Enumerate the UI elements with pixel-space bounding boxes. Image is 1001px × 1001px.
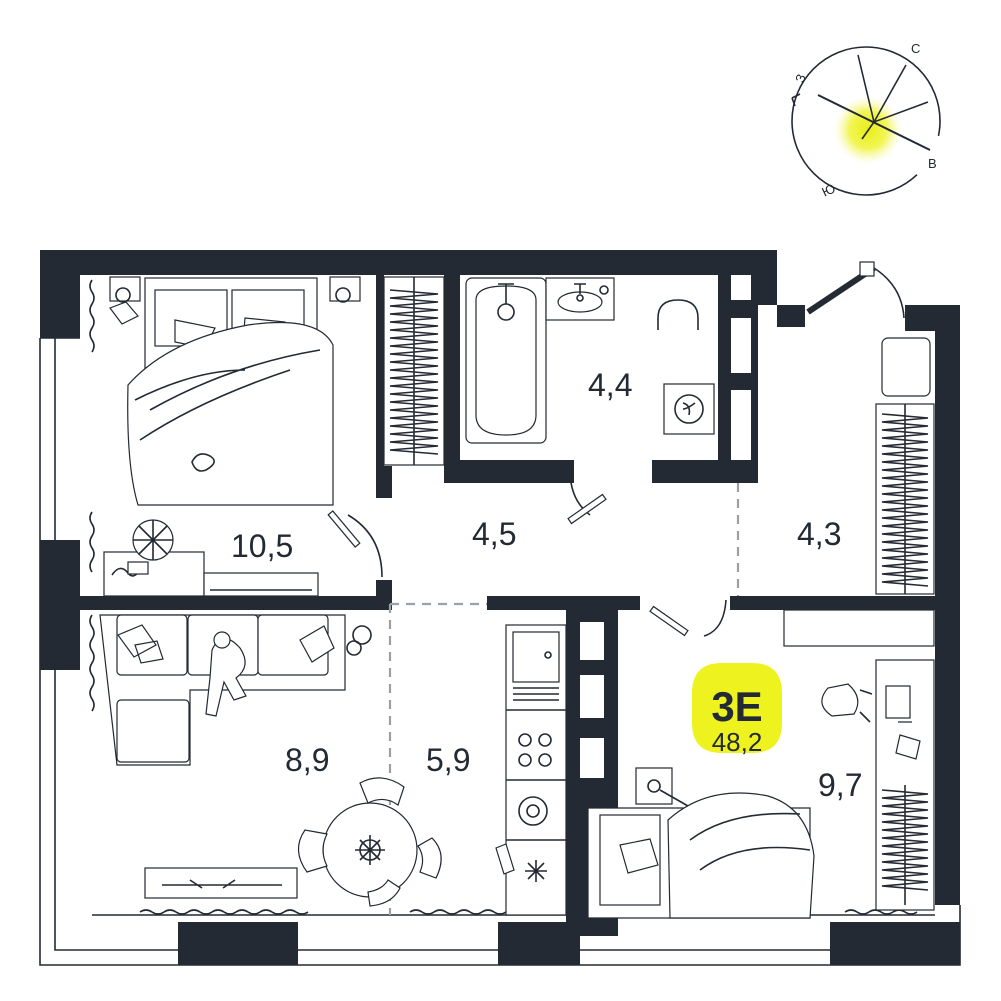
hallway-area: 4,5 [472,516,516,552]
bathroom-area: 4,4 [588,367,632,403]
compass-west-label: З [792,72,809,85]
room-labels: 10,5 4,4 4,5 4,3 8,9 5,9 9,7 [231,367,862,803]
kitchen-area: 5,9 [426,742,470,778]
entrance-furniture [875,337,935,595]
bedroom-furniture [103,276,445,597]
cat-icon [191,453,215,472]
compass-south-label: Ю [819,181,837,200]
apartment-total-area: 48,2 [712,727,763,757]
room2-furniture [587,609,935,919]
towel-rail [657,299,699,330]
bathroom-fixtures [465,277,715,444]
compass-north-label: С [911,41,920,56]
compass: С З В Ю [791,41,941,200]
entrance-area: 4,3 [797,516,841,552]
bedroom-area: 10,5 [231,528,293,564]
compass-east-label: В [928,156,937,171]
walls [40,250,960,965]
apartment-badge: 3E 48,2 [692,663,782,757]
living-furniture [99,614,442,907]
badge-background [692,663,782,753]
compass-arrow-icon [791,93,801,107]
snowflake-icon [525,860,547,882]
living-area: 8,9 [285,742,329,778]
curtains [89,279,918,915]
room2-area: 9,7 [818,767,862,803]
washing-machine-icon [674,394,704,424]
apartment-code: 3E [711,683,762,730]
doors [327,261,905,637]
kitchen-furniture [495,624,567,916]
